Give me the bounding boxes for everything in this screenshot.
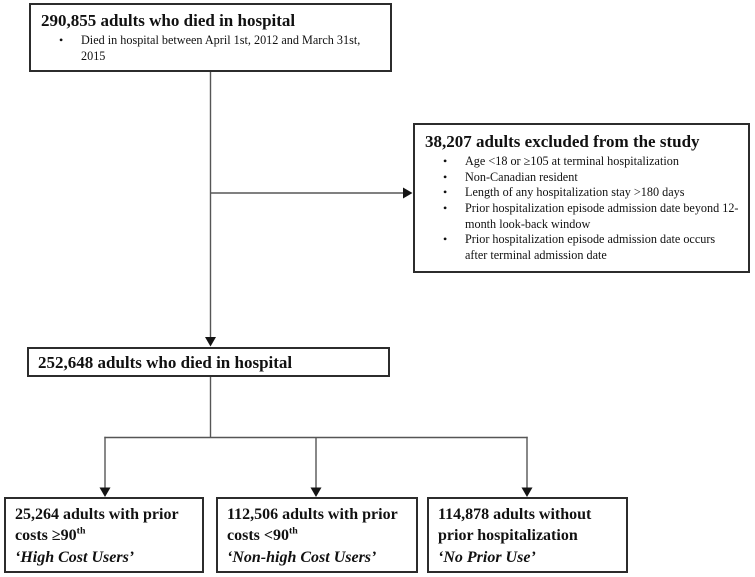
- bullet-item: Length of any hospitalization stay >180 …: [425, 185, 740, 201]
- outcome-text-non-high-cost: 112,506 adults with prior costs <90th: [227, 504, 408, 547]
- outcome-text-high-cost: 25,264 adults with prior costs ≥90th: [15, 504, 194, 547]
- arrowhead-to-high-cost: [99, 487, 111, 497]
- excluded-title: 38,207 adults excluded from the study: [425, 132, 700, 151]
- bullet-item: Died in hospital between April 1st, 2012…: [41, 33, 380, 64]
- outcome-count-non-high-cost: 112,506 adults with prior costs <90: [227, 506, 398, 545]
- initial-cohort-box: 290,855 adults who died in hospital Died…: [29, 3, 392, 73]
- final-cohort-title: 252,648 adults who died in hospital: [38, 353, 293, 372]
- excluded-box: 38,207 adults excluded from the study Ag…: [413, 123, 750, 273]
- outcome-label-no-prior-use: ‘No Prior Use’: [438, 548, 536, 566]
- outcome-text-no-prior-use: 114,878 adults without prior hospitaliza…: [438, 504, 618, 547]
- outcome-label-non-high-cost: ‘Non-high Cost Users’: [227, 548, 377, 566]
- bullet-item: Prior hospitalization episode admission …: [425, 232, 740, 263]
- bullet-item: Age <18 or ≥105 at terminal hospitalizat…: [425, 154, 740, 170]
- arrowhead-to-no-prior-use: [521, 487, 533, 497]
- arrowhead-to-cohort: [205, 337, 216, 347]
- outcome-box-non-high-cost: 112,506 adults with prior costs <90th ‘N…: [216, 497, 418, 573]
- outcome-box-no-prior-use: 114,878 adults without prior hospitaliza…: [427, 497, 628, 573]
- initial-cohort-title: 290,855 adults who died in hospital: [41, 11, 296, 30]
- arrowhead-to-non-high-cost: [310, 487, 322, 497]
- ordinal-superscript: th: [289, 526, 298, 538]
- final-cohort-box: 252,648 adults who died in hospital: [27, 347, 390, 377]
- ordinal-superscript: th: [76, 526, 86, 538]
- bullet-item: Non-Canadian resident: [425, 170, 740, 186]
- outcome-count-high-cost: 25,264 adults with prior costs ≥90: [15, 506, 179, 545]
- outcome-label-high-cost: ‘High Cost Users’: [15, 548, 135, 566]
- bullet-item: Prior hospitalization episode admission …: [425, 201, 740, 232]
- outcome-box-high-cost: 25,264 adults with prior costs ≥90th ‘Hi…: [4, 497, 204, 573]
- arrowhead-to-exclusion: [403, 187, 413, 199]
- outcome-count-no-prior-use: 114,878 adults without prior hospitaliza…: [438, 506, 592, 545]
- excluded-bullets: Age <18 or ≥105 at terminal hospitalizat…: [425, 154, 740, 263]
- initial-cohort-bullets: Died in hospital between April 1st, 2012…: [41, 33, 380, 64]
